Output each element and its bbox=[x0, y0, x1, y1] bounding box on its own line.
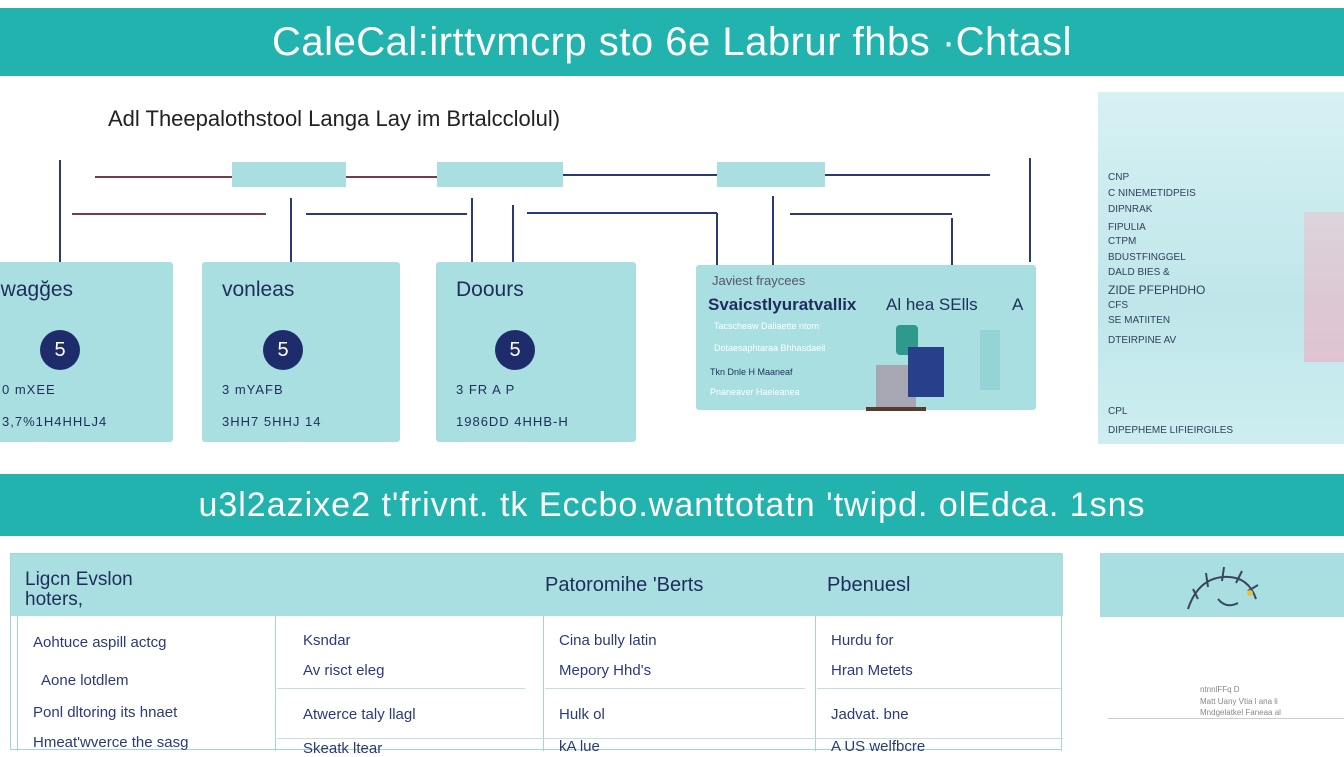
page-title: CaleCal:irttvmcrp sto 6e Labrur fhbs ·Ch… bbox=[271, 19, 1073, 64]
panel-line: C NINEMETIDPEIS bbox=[1108, 188, 1196, 199]
column-header: Pbenuesl bbox=[827, 574, 911, 596]
side-box-line: Mndgelatkel Faneaa al bbox=[1200, 708, 1281, 717]
table-cell: Atwerce taly llagl bbox=[303, 706, 416, 723]
side-box-header bbox=[1100, 553, 1344, 617]
table-cell: Hmeat'wverce the sasg bbox=[33, 734, 189, 751]
table-cell: kA lue bbox=[559, 738, 600, 755]
panel-line: DIPEPHEME LIFIEIRGILES bbox=[1108, 425, 1234, 436]
panel-line: DTEIRPINE AV bbox=[1108, 335, 1177, 346]
table-cell: Hurdu for bbox=[831, 632, 894, 649]
right-info-panel: CNP C NINEMETIDPEIS DIPNRAK FIPULIA CTPM… bbox=[1098, 92, 1344, 444]
comparison-table: Ligcn Evslon hoters, Patoromihe 'Berts P… bbox=[10, 553, 1063, 757]
diagram-node bbox=[437, 162, 563, 187]
side-box-line: ntnnlFFq D bbox=[1200, 685, 1240, 694]
detail-mark: A bbox=[1012, 295, 1024, 314]
detail-line: Pnaneaver Haeleanea bbox=[710, 387, 800, 397]
card-title: Doours bbox=[456, 278, 524, 301]
table-cell: Jadvat. bne bbox=[831, 706, 909, 723]
count-badge: 5 bbox=[495, 330, 535, 370]
connector-lines bbox=[59, 158, 1031, 280]
column-header: Ligcn Evslon hoters, bbox=[25, 569, 133, 610]
count-badge: 5 bbox=[40, 330, 80, 370]
panel-line: FIPULIA bbox=[1108, 222, 1146, 233]
detail-line: Tkn Dnle H Maaneaf bbox=[710, 367, 793, 377]
panel-line: DIPNRAK bbox=[1108, 204, 1153, 215]
device-illustration bbox=[846, 325, 956, 411]
hedgehog-icon bbox=[1187, 566, 1259, 610]
table-cell: Aohtuce aspill actcg bbox=[33, 634, 167, 651]
table-cell: Skeatk ltear bbox=[303, 740, 383, 757]
panel-line: CTPM bbox=[1108, 236, 1137, 247]
header-banner: CaleCal:irttvmcrp sto 6e Labrur fhbs ·Ch… bbox=[0, 8, 1344, 76]
card-line: 3,7%1H4HHLJ4 bbox=[2, 414, 108, 429]
bar-decoration bbox=[980, 330, 1000, 390]
table-cell: Hran Metets bbox=[831, 662, 913, 679]
category-card[interactable]: Doours 5 3 FR A P 1986DD 4HHB-H bbox=[436, 262, 636, 442]
detail-card[interactable]: Javiest fraycees Svaicstlyuratvallix Al … bbox=[696, 265, 1036, 411]
card-line: 3HH7 5HHJ 14 bbox=[222, 414, 322, 429]
panel-line: ZIDE PFEPHDHO bbox=[1108, 283, 1206, 297]
count-badge: 5 bbox=[263, 330, 303, 370]
category-card[interactable]: vonleas 5 3 mYAFB 3HH7 5HHJ 14 bbox=[202, 262, 400, 442]
section-banner-text: u3l2azixe2 t'frivnt. tk Eccbo.wanttotatn… bbox=[198, 485, 1146, 524]
table-cell: Aone lotdlem bbox=[41, 672, 129, 689]
table-cell: Ponl dltoring its hnaet bbox=[33, 704, 178, 721]
divider bbox=[1108, 718, 1344, 719]
panel-line: CNP bbox=[1108, 172, 1130, 183]
table-cell: Av risct eleg bbox=[303, 662, 385, 679]
table-cell: Ksndar bbox=[303, 632, 351, 649]
table-cell: Mepory Hhd's bbox=[559, 662, 652, 679]
table-cell: Cina bully latin bbox=[559, 632, 657, 649]
pink-bar-decoration bbox=[1304, 212, 1344, 362]
card-title: lwagğes bbox=[0, 278, 74, 301]
card-line: 0 mXEE bbox=[2, 382, 56, 397]
detail-title-right: Al hea SElls bbox=[886, 295, 978, 314]
detail-title: Svaicstlyuratvallix bbox=[708, 295, 857, 314]
detail-line: Tacscheaw Daliaette ntom bbox=[714, 321, 820, 331]
diagram-node bbox=[232, 162, 346, 187]
table-header bbox=[11, 554, 1063, 616]
panel-line: CPL bbox=[1108, 406, 1128, 417]
side-info-box: ntnnlFFq D Matt Uany Vtia l ana li Mndge… bbox=[1100, 553, 1344, 750]
diagram-node bbox=[717, 162, 825, 187]
panel-line: CFS bbox=[1108, 300, 1128, 311]
panel-line: SE MATIITEN bbox=[1108, 315, 1171, 326]
table-cell: Hulk ol bbox=[559, 706, 605, 723]
card-line: 3 FR A P bbox=[456, 382, 516, 397]
detail-header: Javiest fraycees bbox=[712, 273, 806, 288]
column-header: Patoromihe 'Berts bbox=[545, 574, 704, 596]
panel-line: DALD BIES & bbox=[1108, 267, 1170, 278]
detail-line: Dotaesaphtaraa Bhhasdaeil bbox=[714, 343, 826, 353]
section-banner: u3l2azixe2 t'frivnt. tk Eccbo.wanttotatn… bbox=[0, 474, 1344, 536]
diagram-subtitle: Adl Theepalothstool Langa Lay im Brtalcc… bbox=[108, 106, 561, 131]
panel-line: BDUSTFINGGEL bbox=[1108, 252, 1186, 263]
category-card[interactable]: lwagğes 5 0 mXEE 3,7%1H4HHLJ4 bbox=[0, 262, 173, 442]
side-box-line: Matt Uany Vtia l ana li bbox=[1200, 697, 1278, 706]
card-title: vonleas bbox=[222, 278, 295, 301]
card-line: 1986DD 4HHB-H bbox=[456, 414, 569, 429]
table-cell: A US welfbcre bbox=[831, 738, 926, 755]
card-line: 3 mYAFB bbox=[222, 382, 284, 397]
